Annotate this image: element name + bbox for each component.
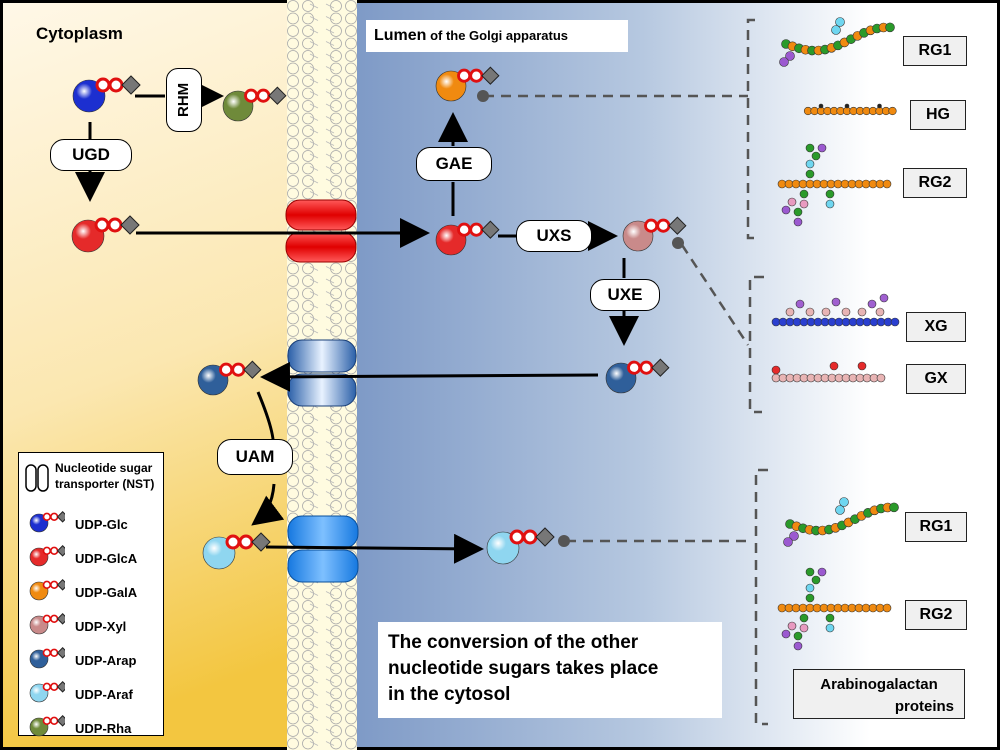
- udp-arap-molecule-lumen: [605, 358, 670, 394]
- udp-araf-molecule-lumen: [486, 527, 555, 565]
- legend-label: UDP-Rha: [75, 721, 132, 736]
- lumen-label: Lumen: [374, 27, 427, 44]
- legend-glyph: [29, 647, 65, 669]
- chain-rg1-bottom: [783, 497, 899, 547]
- chain-gx: [771, 361, 886, 383]
- chain-rg2-bottom: [777, 567, 892, 651]
- enzyme-ugd: UGD: [50, 139, 132, 171]
- chain-rg2-top: [777, 143, 892, 227]
- polysaccharide-chains: [771, 17, 900, 651]
- udp-arap-molecule-cytoplasm: [197, 360, 262, 396]
- legend-sugar-icon: [29, 715, 65, 737]
- enzyme-rhm: RHM: [166, 68, 202, 132]
- udp-glca-molecule-lumen: [435, 220, 500, 256]
- poly-hg: HG: [910, 100, 966, 130]
- dashed-connectors: [484, 18, 768, 726]
- legend: Nucleotide sugar transporter (NST) UDP-G…: [18, 452, 164, 737]
- cytosol-note: The conversion of the other nucleotide s…: [378, 622, 722, 718]
- udp-glca-molecule-cytoplasm: [71, 215, 140, 253]
- nst-icon: [25, 464, 49, 492]
- legend-sugar-icon: [29, 511, 65, 533]
- udp-araf-molecule-cytoplasm: [202, 532, 271, 570]
- note-line-1: The conversion of the other: [388, 632, 639, 653]
- enzyme-uam: UAM: [217, 439, 293, 475]
- legend-sugar-icon: [29, 579, 65, 601]
- udp-rha-molecule: [222, 86, 287, 122]
- legend-nst: Nucleotide sugar transporter (NST): [55, 460, 154, 492]
- legend-sugar-icon: [29, 545, 65, 567]
- nucleotide-sugars: [71, 66, 687, 570]
- legend-label: UDP-Glc: [75, 517, 128, 532]
- legend-glyph: [29, 715, 65, 737]
- legend-label: UDP-Arap: [75, 653, 137, 668]
- poly-arabinogalactan: Arabinogalactan proteins: [793, 669, 965, 719]
- legend-nst-line2: transporter (NST): [55, 477, 155, 491]
- udp-xyl-molecule: [622, 216, 687, 252]
- poly-rg1-top: RG1: [903, 36, 967, 66]
- udp-glc-molecule: [72, 75, 141, 113]
- legend-glyph: [29, 613, 65, 635]
- arrow-arap-transport: [260, 361, 599, 392]
- legend-label: UDP-GalA: [75, 585, 138, 600]
- enzyme-gae: GAE: [416, 147, 492, 181]
- cytoplasm-label: Cytoplasm: [36, 24, 123, 43]
- legend-nst-line1: Nucleotide sugar: [55, 461, 153, 475]
- legend-label: UDP-GlcA: [75, 551, 138, 566]
- arrow-araf-transport: [265, 533, 484, 564]
- nst-transporter-blue-arap: [287, 339, 357, 407]
- poly-xg: XG: [906, 312, 966, 342]
- enzyme-rhm-label: RHM: [175, 82, 192, 117]
- chain-xg: [771, 293, 900, 327]
- note-line-2: nucleotide sugars takes place: [388, 658, 659, 679]
- connector-dots: [477, 90, 684, 547]
- lumen-label-rest: of the Golgi apparatus: [426, 28, 569, 43]
- lumen-label-box: Lumen of the Golgi apparatus: [366, 20, 628, 52]
- poly-rg1-bottom: RG1: [905, 512, 967, 542]
- legend-glyph: [29, 681, 65, 703]
- legend-sugar-icon: [29, 681, 65, 703]
- reaction-arrows: [75, 81, 639, 564]
- poly-gx: GX: [906, 364, 966, 394]
- legend-sugar-icon: [29, 647, 65, 669]
- nst-transporter-red: [285, 199, 357, 263]
- poly-rg2-bottom: RG2: [905, 600, 967, 630]
- legend-glyph: [29, 545, 65, 567]
- enzyme-uxs: UXS: [516, 220, 592, 252]
- legend-glyph: [29, 579, 65, 601]
- nst-transporter-blue-araf: [287, 515, 359, 583]
- agp-line1: Arabinogalactan: [820, 676, 938, 693]
- chain-rg1-top: [779, 17, 895, 67]
- enzyme-uxe: UXE: [590, 279, 660, 311]
- chain-hg: [803, 103, 897, 116]
- poly-rg2-top: RG2: [903, 168, 967, 198]
- legend-label: UDP-Araf: [75, 687, 133, 702]
- udp-gala-molecule: [435, 66, 500, 102]
- legend-sugar-icon: [29, 613, 65, 635]
- legend-label: UDP-Xyl: [75, 619, 127, 634]
- arrow-uam-to-araf: [251, 483, 285, 526]
- note-line-3: in the cytosol: [388, 684, 511, 705]
- legend-glyph: [29, 511, 65, 533]
- agp-line2: proteins: [894, 698, 954, 715]
